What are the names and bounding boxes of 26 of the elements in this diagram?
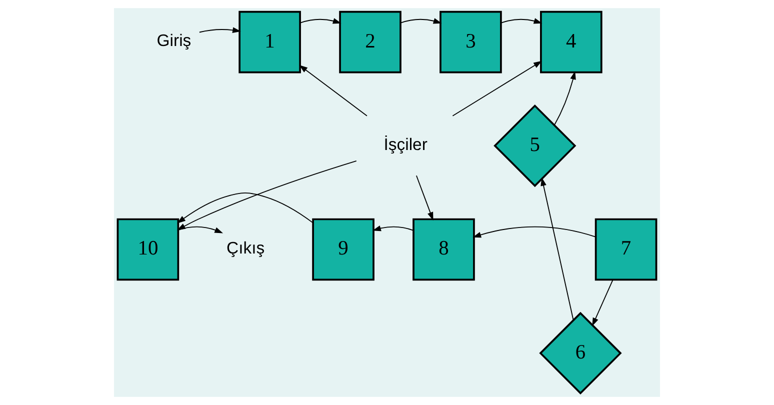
arrow <box>416 175 434 221</box>
node-diamond: 6 <box>539 312 622 394</box>
node-box: 4 <box>540 10 602 74</box>
arrow <box>300 18 342 24</box>
node-box: 3 <box>440 10 502 74</box>
arrow <box>198 27 241 34</box>
node-box: 8 <box>412 218 475 281</box>
arrow <box>177 192 314 224</box>
node-text: İşçiler <box>384 134 428 154</box>
node-box: 9 <box>312 218 374 281</box>
arrow <box>554 71 576 126</box>
arrow <box>452 60 542 116</box>
arrow <box>299 65 368 116</box>
arrow <box>372 225 414 232</box>
arrow <box>592 279 614 326</box>
arrow <box>540 177 574 320</box>
node-box: 7 <box>594 218 658 281</box>
node-box: 10 <box>116 218 180 281</box>
arrow <box>472 226 596 238</box>
node-text: Çıkış <box>226 238 265 258</box>
arrow <box>400 18 442 24</box>
node-box: 1 <box>238 10 301 74</box>
node-text: Giriş <box>156 31 192 50</box>
arrow <box>178 226 224 234</box>
node-box: 2 <box>339 10 402 74</box>
arrow <box>500 18 542 24</box>
